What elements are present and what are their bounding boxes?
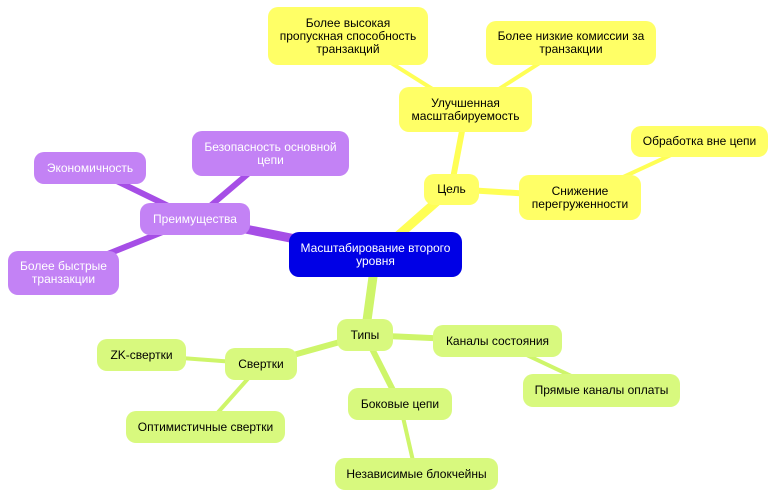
node-fees[interactable]: Более низкие комиссии за транзакции: [486, 21, 656, 65]
node-independent[interactable]: Независимые блокчейны: [335, 458, 498, 490]
node-scalability[interactable]: Улучшенная масштабируемость: [399, 87, 532, 132]
root-node[interactable]: Масштабирование второго уровня: [289, 232, 462, 277]
node-economy[interactable]: Экономичность: [34, 152, 146, 184]
node-offchain[interactable]: Обработка вне цепи: [631, 126, 768, 157]
node-congestion[interactable]: Снижение перегруженности: [519, 175, 641, 220]
node-faster[interactable]: Более быстрые транзакции: [8, 251, 119, 295]
node-channels[interactable]: Каналы состояния: [433, 325, 562, 357]
node-payment[interactable]: Прямые каналы оплаты: [523, 374, 680, 407]
node-security[interactable]: Безопасность основной цепи: [192, 131, 349, 176]
node-sidechains[interactable]: Боковые цепи: [348, 388, 452, 420]
node-zk[interactable]: ZK-свертки: [97, 339, 186, 371]
node-optimistic[interactable]: Оптимистичные свертки: [126, 411, 285, 443]
node-throughput[interactable]: Более высокая пропускная способность тра…: [268, 7, 428, 65]
node-goal[interactable]: Цель: [424, 174, 479, 205]
node-types[interactable]: Типы: [337, 319, 393, 351]
node-rollups[interactable]: Свертки: [225, 348, 297, 380]
node-benefits[interactable]: Преимущества: [140, 203, 250, 235]
